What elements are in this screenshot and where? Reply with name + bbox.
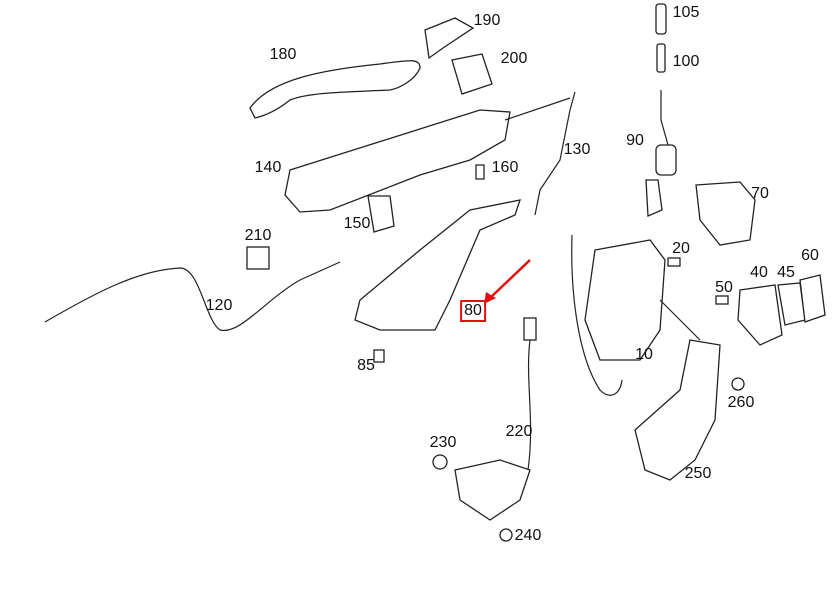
label-130[interactable]: 130	[563, 141, 591, 158]
label-120[interactable]: 120	[205, 297, 233, 314]
part-60-shape	[799, 274, 826, 323]
label-105[interactable]: 105	[672, 4, 700, 21]
leader-line	[504, 97, 571, 121]
leader-line	[659, 299, 701, 341]
part-120-shape	[44, 261, 341, 332]
part-210-shape	[246, 246, 270, 270]
label-260[interactable]: 260	[727, 394, 755, 411]
label-230[interactable]: 230	[429, 434, 457, 451]
label-85[interactable]: 85	[357, 357, 375, 374]
label-240[interactable]: 240	[514, 527, 542, 544]
part-200-shape	[451, 53, 493, 95]
part-220-actuator	[454, 459, 531, 521]
label-100[interactable]: 100	[672, 53, 700, 70]
part-220-shape	[527, 339, 532, 471]
part-260-shape	[731, 377, 745, 391]
part-150-shape	[367, 195, 395, 233]
label-20[interactable]: 20	[672, 240, 690, 257]
part-100-shape	[656, 43, 666, 73]
part-105-shape	[655, 3, 667, 35]
label-180[interactable]: 180	[269, 46, 297, 63]
part-90-shape	[655, 144, 677, 176]
part-250-shape	[634, 339, 721, 481]
part-10-shape	[584, 239, 666, 361]
label-190[interactable]: 190	[473, 12, 501, 29]
highlight-arrow-head	[484, 292, 496, 304]
label-220[interactable]: 220	[505, 423, 533, 440]
part-80-shape	[354, 199, 521, 331]
label-160[interactable]: 160	[491, 159, 519, 176]
part-90-connector	[645, 179, 663, 217]
label-90[interactable]: 90	[626, 132, 644, 149]
part-70-shape	[695, 181, 756, 246]
highlight-arrow	[489, 259, 531, 299]
label-150[interactable]: 150	[343, 215, 371, 232]
label-210[interactable]: 210	[244, 227, 272, 244]
label-250[interactable]: 250	[684, 465, 712, 482]
part-160-shape	[475, 164, 485, 180]
part-140-shape	[284, 109, 511, 213]
label-50[interactable]: 50	[715, 279, 733, 296]
part-85-shape	[373, 349, 385, 363]
label-200[interactable]: 200	[500, 50, 528, 67]
part-20-shape	[667, 257, 681, 267]
label-40[interactable]: 40	[750, 264, 768, 281]
part-190-shape	[424, 17, 475, 60]
part-230-shape	[432, 454, 448, 470]
part-220-connector	[523, 317, 537, 341]
part-240-shape	[499, 528, 513, 542]
label-60[interactable]: 60	[801, 247, 819, 264]
part-50-shape	[715, 295, 729, 305]
part-180-shape	[249, 60, 421, 119]
label-70[interactable]: 70	[751, 185, 769, 202]
part-90-wire	[660, 90, 669, 146]
label-10[interactable]: 10	[635, 346, 653, 363]
label-140[interactable]: 140	[254, 159, 282, 176]
part-130-shape	[534, 91, 576, 216]
label-80-highlighted[interactable]: 80	[460, 300, 486, 322]
label-45[interactable]: 45	[777, 264, 795, 281]
part-40-shape	[737, 284, 783, 346]
lock-cable	[571, 234, 623, 396]
